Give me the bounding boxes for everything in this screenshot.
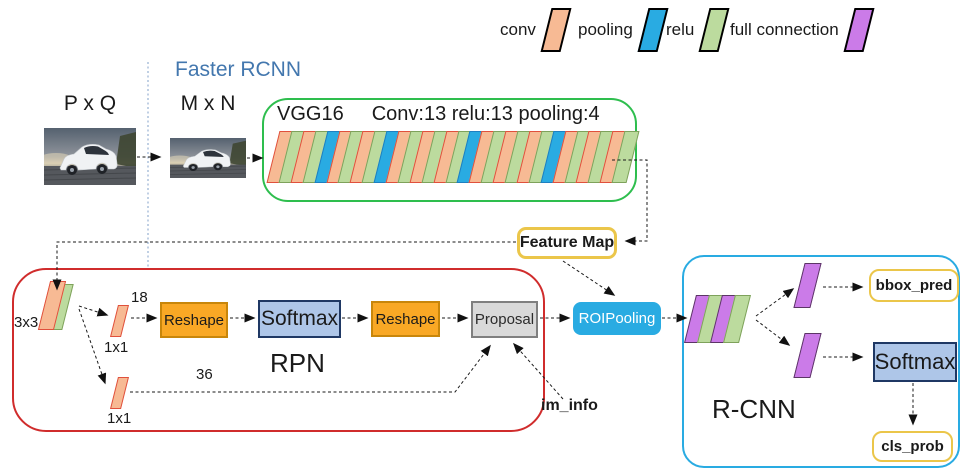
full-connection-layer-icon bbox=[843, 8, 875, 52]
vgg16-layer-stats: Conv:13 relu:13 pooling:4 bbox=[371, 103, 600, 125]
feature-map-node: Feature Map bbox=[517, 227, 617, 259]
rpn-softmax-node: Softmax bbox=[258, 300, 341, 338]
legend-item-relu: relu bbox=[666, 6, 730, 54]
legend-item-full-connection: full connection bbox=[730, 6, 875, 54]
vgg16-layer-stack bbox=[266, 131, 640, 185]
arrow-feature-map-to-roipooling bbox=[562, 260, 616, 296]
rcnn-fc-layer-stack bbox=[684, 295, 756, 343]
resized-car-image bbox=[170, 138, 246, 178]
legend-item-conv: conv bbox=[500, 6, 572, 54]
legend-item-pooling: pooling bbox=[578, 6, 669, 54]
rcnn-section-label: R-CNN bbox=[712, 394, 796, 424]
vgg16-title: VGG16 Conv:13 relu:13 pooling:4 bbox=[277, 103, 600, 126]
rpn-reshape-node-2: Reshape bbox=[371, 301, 440, 337]
rpn-3x3-label: 3x3 bbox=[14, 314, 39, 331]
vgg16-container-box bbox=[262, 98, 637, 202]
rpn-channels-18-label: 18 bbox=[131, 289, 148, 306]
rpn-section-label: RPN bbox=[270, 348, 325, 378]
bbox-pred-output-node: bbox_pred bbox=[869, 269, 959, 302]
im-info-label: im_info bbox=[541, 397, 598, 414]
pooling-layer-icon bbox=[637, 8, 669, 52]
rcnn-container-box bbox=[682, 255, 960, 468]
rcnn-softmax-node: Softmax bbox=[873, 342, 957, 382]
diagram-title: Faster RCNN bbox=[175, 58, 302, 81]
rpn-1x1-top-label: 1x1 bbox=[104, 339, 129, 356]
input-size-pxq-label: P x Q bbox=[63, 92, 117, 115]
car-photo-illustration-small bbox=[170, 138, 246, 178]
legend-label-conv: conv bbox=[500, 20, 536, 39]
resized-size-mxn-label: M x N bbox=[180, 92, 236, 115]
input-car-image bbox=[44, 128, 136, 185]
cls-prob-output-node: cls_prob bbox=[872, 431, 953, 462]
legend-label-relu: relu bbox=[666, 20, 695, 39]
vgg16-name: VGG16 bbox=[277, 103, 344, 125]
rpn-channels-36-label: 36 bbox=[196, 366, 213, 383]
legend-label-full-connection: full connection bbox=[730, 20, 839, 39]
car-photo-illustration bbox=[44, 128, 136, 185]
conv-layer-icon bbox=[540, 8, 572, 52]
rpn-proposal-node: Proposal bbox=[471, 301, 538, 338]
rpn-1x1-bottom-label: 1x1 bbox=[107, 410, 132, 427]
roi-pooling-node: ROIPooling bbox=[573, 302, 661, 335]
rpn-reshape-node-1: Reshape bbox=[160, 302, 228, 338]
legend-label-pooling: pooling bbox=[578, 20, 633, 39]
relu-layer-icon bbox=[698, 8, 730, 52]
